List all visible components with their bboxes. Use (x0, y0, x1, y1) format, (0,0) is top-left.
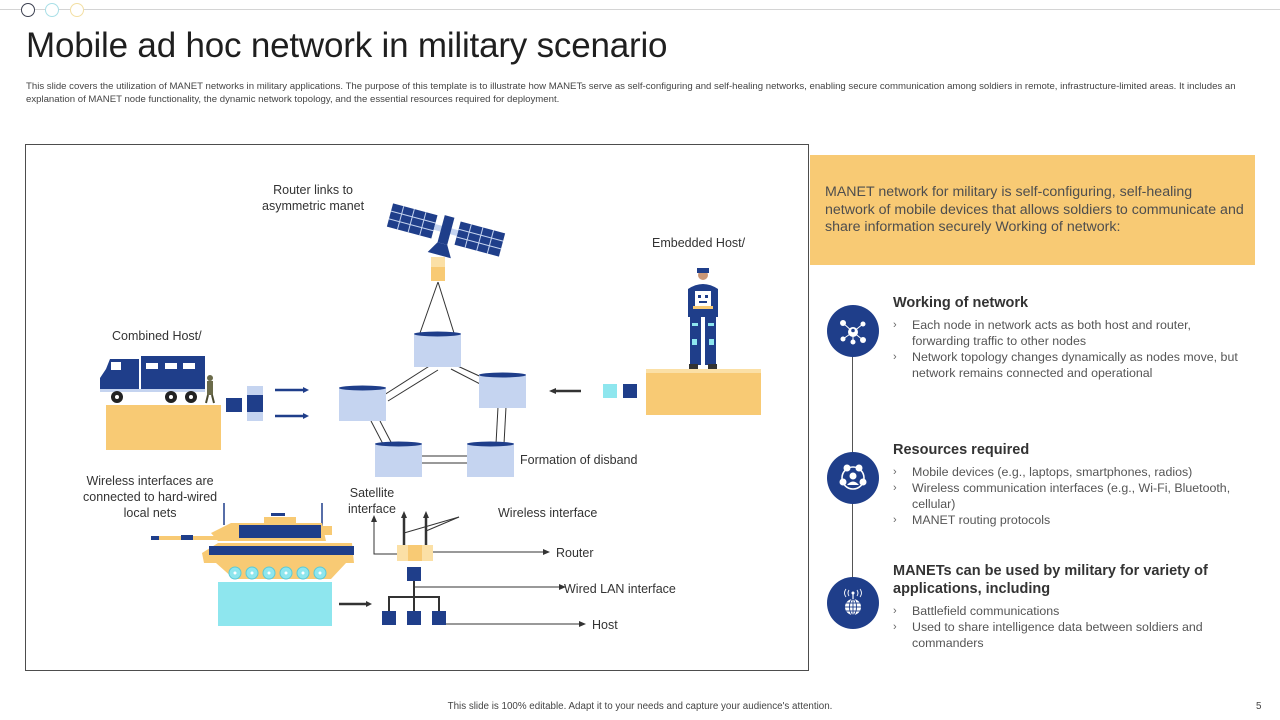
label-combined-host: Combined Host/ (112, 329, 202, 343)
arrow-to-router (339, 601, 372, 607)
globe-antenna-icon (827, 577, 879, 629)
decor-circle-cyan (45, 3, 59, 17)
label-line: Satellite (349, 486, 395, 500)
bullet-item: › Battlefield communications (893, 603, 1243, 619)
team-resources-icon (827, 452, 879, 504)
top-divider (0, 9, 1280, 10)
mesh-node (339, 385, 386, 421)
label-line: Wireless interfaces are (86, 474, 214, 488)
section-bullets: › Battlefield communications › Used to sha… (893, 603, 1243, 651)
label-embedded-host: Embedded Host/ (652, 236, 746, 250)
label-satellite-interface: Satellite interface (348, 485, 396, 517)
bullet-text: MANET routing protocols (912, 513, 1051, 527)
label-wired-lan: Wired LAN interface (564, 582, 676, 596)
section-bullets: › Each node in network acts as both host … (893, 317, 1243, 381)
mesh-node (375, 441, 422, 477)
decor-circle-dark (21, 3, 35, 17)
section-bullets: › Mobile devices (e.g., laptops, smartpho… (893, 464, 1243, 528)
bullet-text: Wireless communication interfaces (e.g.,… (912, 481, 1231, 511)
label-line: interface (348, 502, 396, 516)
chevron-right-icon: › (893, 514, 897, 526)
router-icon (371, 511, 586, 627)
section-title: Working of network (893, 295, 1029, 311)
diagram-canvas (100, 203, 761, 627)
label-host: Host (592, 618, 618, 632)
label-line: Router links to (273, 183, 353, 197)
bullet-item: › MANET routing protocols (893, 512, 1243, 528)
bullet-item: › Wireless communication interfaces (e.g.… (893, 480, 1243, 512)
bullet-text: Used to share intelligence data between … (912, 620, 1203, 650)
label-formation-disband: Formation of disband (520, 453, 638, 467)
label-wireless-nets: Wireless interfaces are connected to har… (83, 473, 217, 521)
bullet-text: Battlefield communications (912, 604, 1060, 618)
section-title: Resources required (893, 442, 1030, 458)
mesh-node (467, 441, 514, 477)
summary-callout: MANET network for military is self-confi… (810, 155, 1255, 265)
embedded-network-node (603, 384, 637, 398)
arrows-to-mesh (275, 387, 309, 419)
chevron-right-icon: › (893, 605, 897, 617)
footer-note: This slide is 100% editable. Adapt it to… (447, 701, 833, 712)
manet-diagram: Router links to asymmetric manet Embedde… (25, 144, 809, 671)
chevron-right-icon: › (893, 351, 897, 363)
mesh-node (414, 331, 461, 367)
chevron-right-icon: › (893, 621, 897, 633)
arrow-to-mesh (549, 388, 581, 394)
label-line: local nets (123, 506, 177, 520)
page-number: 5 (1256, 701, 1262, 712)
bullet-item: › Each node in network acts as both host … (893, 317, 1243, 349)
mesh-node (479, 372, 526, 408)
bullet-item: › Network topology changes dynamically as… (893, 349, 1243, 381)
uplink-lines (419, 281, 455, 334)
summary-text: MANET network for military is self-confi… (825, 184, 1244, 235)
bullet-item: › Used to share intelligence data between… (893, 619, 1243, 651)
label-router-links: Router links to asymmetric manet (262, 182, 364, 214)
bullet-item: › Mobile devices (e.g., laptops, smartpho… (893, 464, 1243, 480)
truck-icon (100, 356, 221, 450)
decor-circle-yellow (70, 3, 84, 17)
mesh-network (339, 331, 526, 477)
chevron-right-icon: › (893, 466, 897, 478)
satellite-icon (386, 203, 506, 281)
bullet-text: Each node in network acts as both host a… (912, 318, 1191, 348)
label-router: Router (556, 546, 594, 560)
bullet-text: Network topology changes dynamically as … (912, 350, 1238, 380)
page-subtitle: This slide covers the utilization of MAN… (26, 81, 1236, 105)
soldier-icon (646, 268, 761, 415)
chevron-right-icon: › (893, 319, 897, 331)
label-wireless-interface: Wireless interface (498, 506, 598, 520)
network-users-icon (827, 305, 879, 357)
network-node-icon (226, 386, 263, 421)
section-title: MANETs can be used by military for varie… (893, 563, 1208, 597)
label-line: connected to hard-wired (83, 490, 218, 504)
tank-icon (151, 503, 354, 626)
page-title: Mobile ad hoc network in military scenar… (26, 26, 668, 65)
chevron-right-icon: › (893, 482, 897, 494)
bullet-text: Mobile devices (e.g., laptops, smartphon… (912, 465, 1193, 479)
label-line: asymmetric manet (262, 199, 365, 213)
